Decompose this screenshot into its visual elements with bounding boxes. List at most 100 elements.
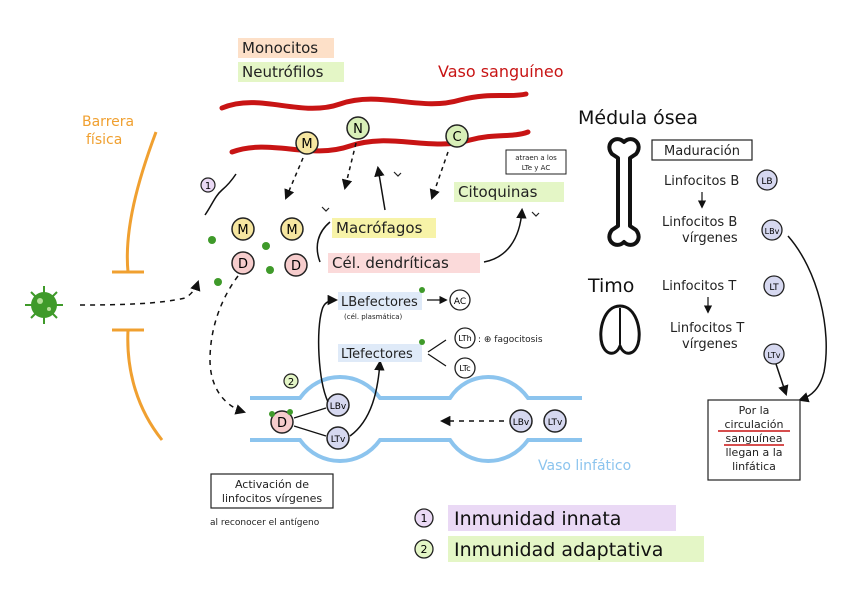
lt-badge bbox=[763, 275, 785, 297]
lymph-vessel-top-wall bbox=[250, 375, 582, 400]
legend-2-number: 2 bbox=[421, 543, 428, 556]
lymph-vessel-bottom-wall bbox=[250, 438, 582, 463]
lt-split-lines bbox=[427, 339, 447, 367]
activation-box bbox=[210, 473, 334, 509]
cytokine-icon bbox=[531, 211, 540, 217]
ltv-badge-label: LTv bbox=[768, 351, 781, 360]
cytokines-label: Citoquinas bbox=[458, 183, 538, 201]
barrier-label-line1: Barrera bbox=[82, 114, 134, 130]
monocytes-highlight bbox=[238, 38, 334, 58]
attract-note-box bbox=[505, 149, 567, 175]
barrier-label-line2: física bbox=[86, 132, 122, 148]
marrow-title: Médula ósea bbox=[578, 107, 698, 129]
antigen-icon bbox=[419, 339, 425, 345]
tissue-cell-d-1-letter: D bbox=[238, 257, 248, 272]
d-to-lbv-line bbox=[293, 407, 327, 419]
activation-line1: Activación de bbox=[235, 478, 309, 491]
lbv-to-effector-arrow bbox=[317, 294, 339, 403]
lbv-badge bbox=[761, 219, 783, 241]
legend-1-badge bbox=[414, 508, 434, 528]
lth-badge-label: LTh bbox=[458, 334, 471, 343]
cytokine-icon bbox=[393, 171, 402, 177]
lymph-cell-lbv: LBv bbox=[326, 393, 350, 417]
circulation-line5: linfática bbox=[732, 460, 776, 473]
legend-adaptive-label: Inmunidad adaptativa bbox=[454, 539, 663, 561]
dendritic-highlight bbox=[328, 253, 480, 273]
virus-icon bbox=[25, 286, 63, 324]
ltc-badge bbox=[454, 357, 476, 379]
lt-badge-label: LT bbox=[769, 283, 779, 293]
ltc-badge-label: LTc bbox=[459, 364, 470, 373]
lth-badge bbox=[454, 327, 476, 349]
neutrophils-label: Neutrófilos bbox=[242, 63, 324, 81]
legend-1-number: 1 bbox=[421, 512, 428, 525]
cytokine-icon bbox=[321, 206, 330, 212]
lbv-badge-label: LBv bbox=[765, 227, 780, 236]
lymph-cell-ltv-incoming: LTv bbox=[543, 409, 567, 433]
incoming-ltv-label: LTv bbox=[548, 418, 563, 428]
antibody-badge-label: AC bbox=[454, 297, 466, 307]
cytokine-migration-arrow bbox=[429, 151, 449, 200]
lymph-cell-lbv-label: LBv bbox=[330, 402, 347, 412]
step-2-number: 2 bbox=[288, 377, 294, 388]
bone-icon bbox=[607, 137, 641, 247]
dendritic-to-cytokine-arrow bbox=[483, 207, 527, 263]
virus-particle-icon bbox=[214, 278, 222, 286]
activation-note: al reconocer el antígeno bbox=[210, 518, 320, 528]
blood-vessel-bottom-wall bbox=[229, 129, 531, 155]
circulation-line1: Por la bbox=[739, 404, 770, 417]
maturation-label: Maduración bbox=[664, 144, 740, 159]
circulation-line2: circulación bbox=[724, 418, 783, 431]
lymph-cell-d: D bbox=[269, 409, 294, 434]
lb-effectors-highlight bbox=[338, 292, 422, 310]
circulation-line3: sanguínea bbox=[726, 432, 783, 445]
macrophages-label: Macrófagos bbox=[336, 219, 423, 237]
step-1-bracket bbox=[204, 173, 237, 216]
lt-effectors-highlight bbox=[338, 344, 422, 362]
blood-cell-c: C bbox=[445, 124, 469, 148]
blood-cell-m: M bbox=[295, 131, 319, 155]
tissue-cell-m-2: M bbox=[280, 217, 304, 241]
step-1-marker bbox=[200, 177, 216, 193]
thymus-title: Timo bbox=[587, 275, 634, 297]
lbv-to-circulation-arrow bbox=[787, 235, 827, 403]
tissue-cell-m-2-letter: M bbox=[286, 223, 297, 238]
macrophage-to-vessel-arrow bbox=[374, 165, 386, 211]
lymph-vessel-label: Vaso linfático bbox=[538, 458, 631, 474]
ltv-badge bbox=[763, 343, 785, 365]
blood-vessel-label: Vaso sanguíneo bbox=[438, 62, 564, 81]
lb-label: Linfocitos B bbox=[664, 174, 739, 189]
lymph-cell-ltv-label: LTv bbox=[331, 435, 346, 445]
monocytes-label: Monocitos bbox=[242, 39, 318, 57]
lb-badge-label: LB bbox=[761, 177, 772, 187]
ltv-label-line1: Linfocitos T bbox=[670, 321, 744, 336]
lt-effectors-label: LTefectores bbox=[341, 347, 413, 362]
lymph-cell-ltv: LTv bbox=[326, 426, 350, 450]
tissue-cell-d-2-letter: D bbox=[291, 259, 301, 274]
lb-badge bbox=[756, 169, 778, 191]
maturation-box bbox=[651, 139, 753, 161]
ltv-to-circulation-arrow bbox=[775, 363, 789, 396]
cytokine-squiggles bbox=[321, 171, 540, 217]
attract-note-line1: atraen a los bbox=[515, 154, 557, 162]
blood-vessel-top-wall bbox=[219, 91, 529, 111]
ltv-label-line2: vírgenes bbox=[682, 337, 738, 352]
blood-cell-c-letter: C bbox=[452, 130, 461, 145]
attract-note-line2: LTe y AC bbox=[522, 164, 551, 172]
macrophages-highlight bbox=[332, 218, 436, 238]
barrier-upper-line bbox=[125, 131, 158, 273]
legend-adaptive-highlight bbox=[448, 536, 704, 562]
blood-cell-n: N bbox=[346, 116, 370, 140]
neutrophils-highlight bbox=[238, 62, 344, 82]
blood-cell-m-letter: M bbox=[301, 137, 312, 152]
pathogen-entry-arrow bbox=[79, 280, 201, 306]
neutrophil-migration-arrow bbox=[341, 142, 357, 191]
virus-particle-icon bbox=[266, 266, 274, 274]
tissue-cell-m-1: M bbox=[231, 217, 255, 241]
circulation-box bbox=[707, 399, 801, 481]
macrophage-bracket bbox=[316, 221, 331, 263]
thymus-icon bbox=[599, 304, 641, 355]
barrier-lower-line bbox=[126, 329, 164, 441]
dendritic-label: Cél. dendríticas bbox=[332, 254, 449, 272]
phagocytosis-label: : ⊕ fagocitosis bbox=[478, 335, 543, 345]
